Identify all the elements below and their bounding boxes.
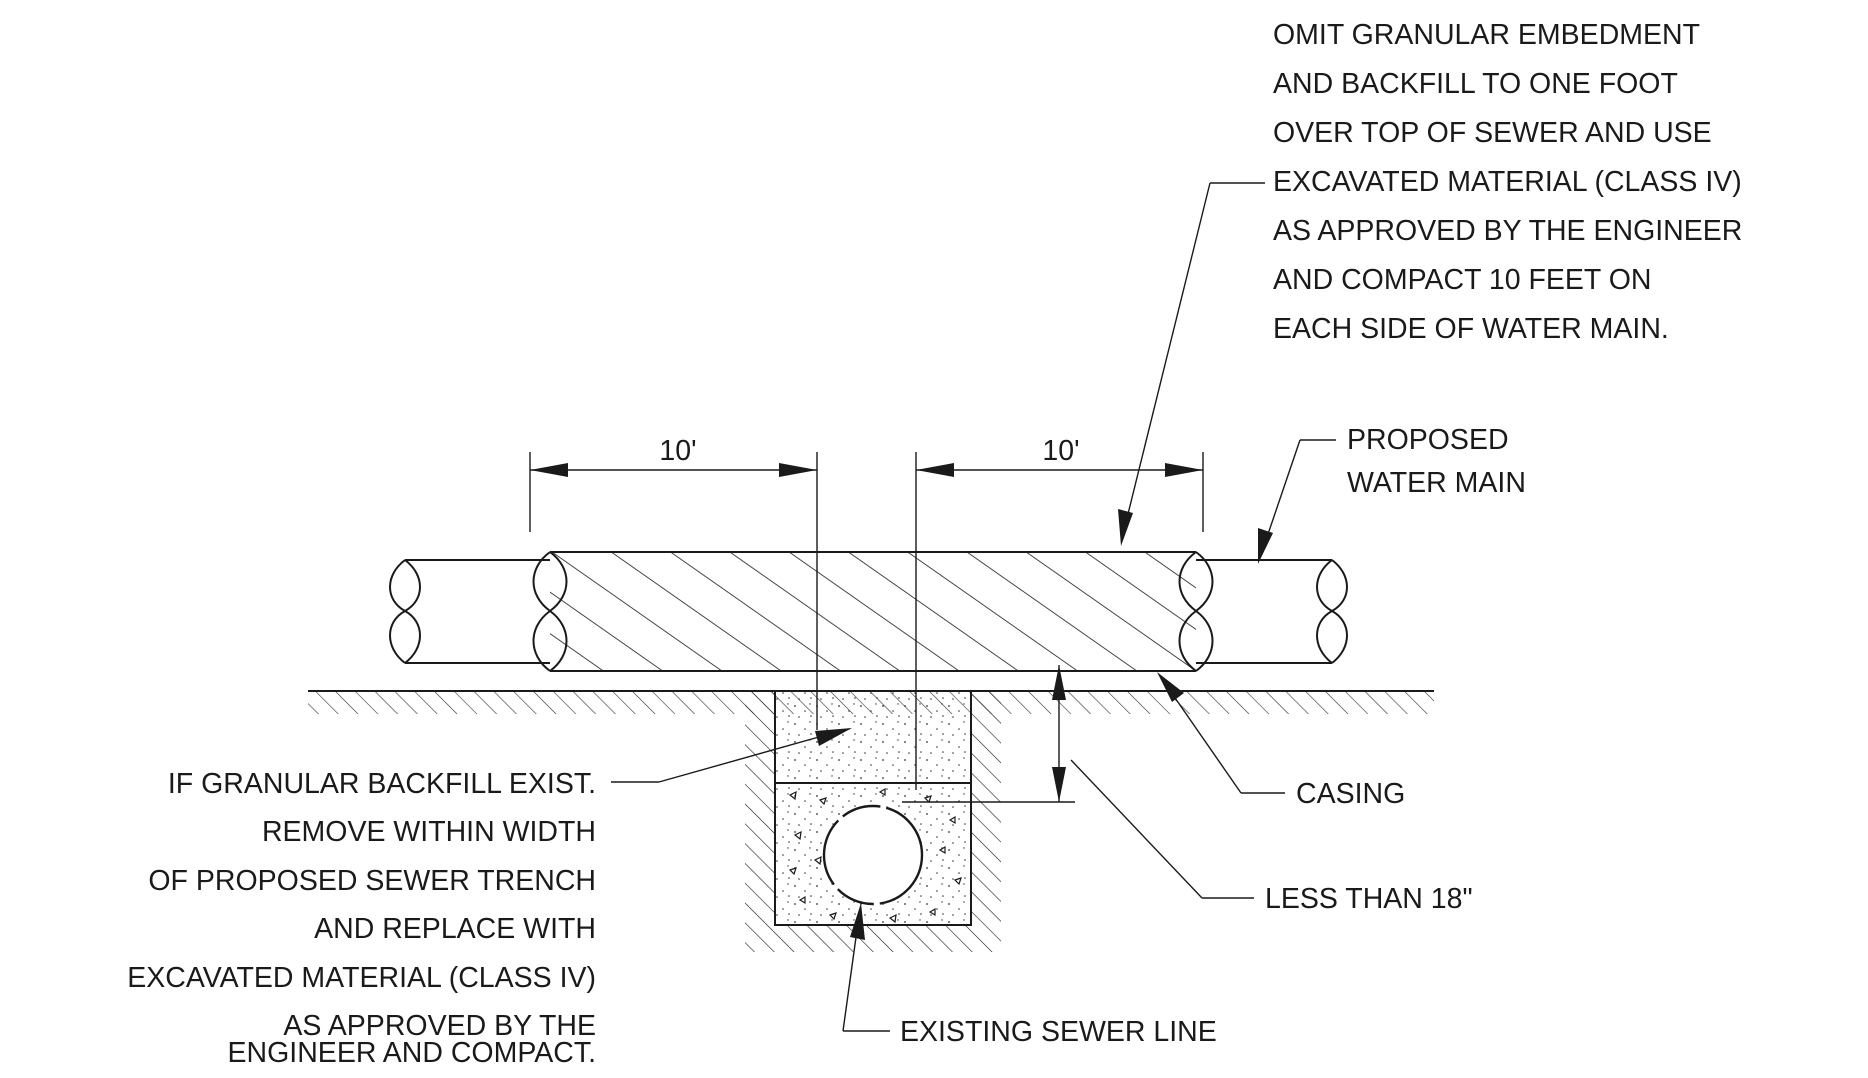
label-existing-sewer: EXISTING SEWER LINE [900,1016,1217,1048]
note-line: OMIT GRANULAR EMBEDMENT [1273,19,1700,51]
dimension-left [529,452,818,730]
note-line: ENGINEER AND COMPACT. [228,1037,596,1069]
label-less-than: LESS THAN 18" [1265,883,1473,915]
label-line: WATER MAIN [1347,467,1526,499]
note-line: EXCAVATED MATERIAL (CLASS IV) [1273,166,1742,198]
leader-water-main [1258,439,1336,564]
clearance-dimension [902,665,1075,803]
note-line: AS APPROVED BY THE [283,1010,596,1042]
note-line: AS APPROVED BY THE ENGINEER [1273,215,1742,247]
note-line: OF PROPOSED SEWER TRENCH [148,865,596,897]
proposed-water-main-pipe [389,559,1348,664]
note-line: IF GRANULAR BACKFILL EXIST. [168,768,596,800]
note-top-right: OMIT GRANULAR EMBEDMENT AND BACKFILL TO … [1273,19,1742,345]
existing-sewer-pipe [822,804,924,906]
label-proposed-water-main: PROPOSED WATER MAIN [1347,424,1526,499]
note-line: AND REPLACE WITH [314,913,596,945]
dimension-left-label: 10' [659,435,696,467]
leader-left-note [611,728,852,783]
leader-top-note [1118,182,1265,546]
dimension-right-label: 10' [1042,435,1079,467]
note-line: AND BACKFILL TO ONE FOOT [1273,68,1678,100]
note-line: EXCAVATED MATERIAL (CLASS IV) [127,962,596,994]
dimension-right [915,452,1204,790]
note-line: EACH SIDE OF WATER MAIN. [1273,313,1669,345]
note-line: OVER TOP OF SEWER AND USE [1273,117,1712,149]
label-casing: CASING [1296,778,1405,810]
note-left: IF GRANULAR BACKFILL EXIST. REMOVE WITHI… [127,768,596,1069]
note-line: REMOVE WITHIN WIDTH [262,816,596,848]
casing [532,551,1214,672]
leader-casing [1157,672,1285,794]
leader-existing-sewer [842,903,890,1032]
note-line: AND COMPACT 10 FEET ON [1273,264,1652,296]
leader-less-than [1070,759,1254,899]
label-line: PROPOSED [1347,424,1509,456]
